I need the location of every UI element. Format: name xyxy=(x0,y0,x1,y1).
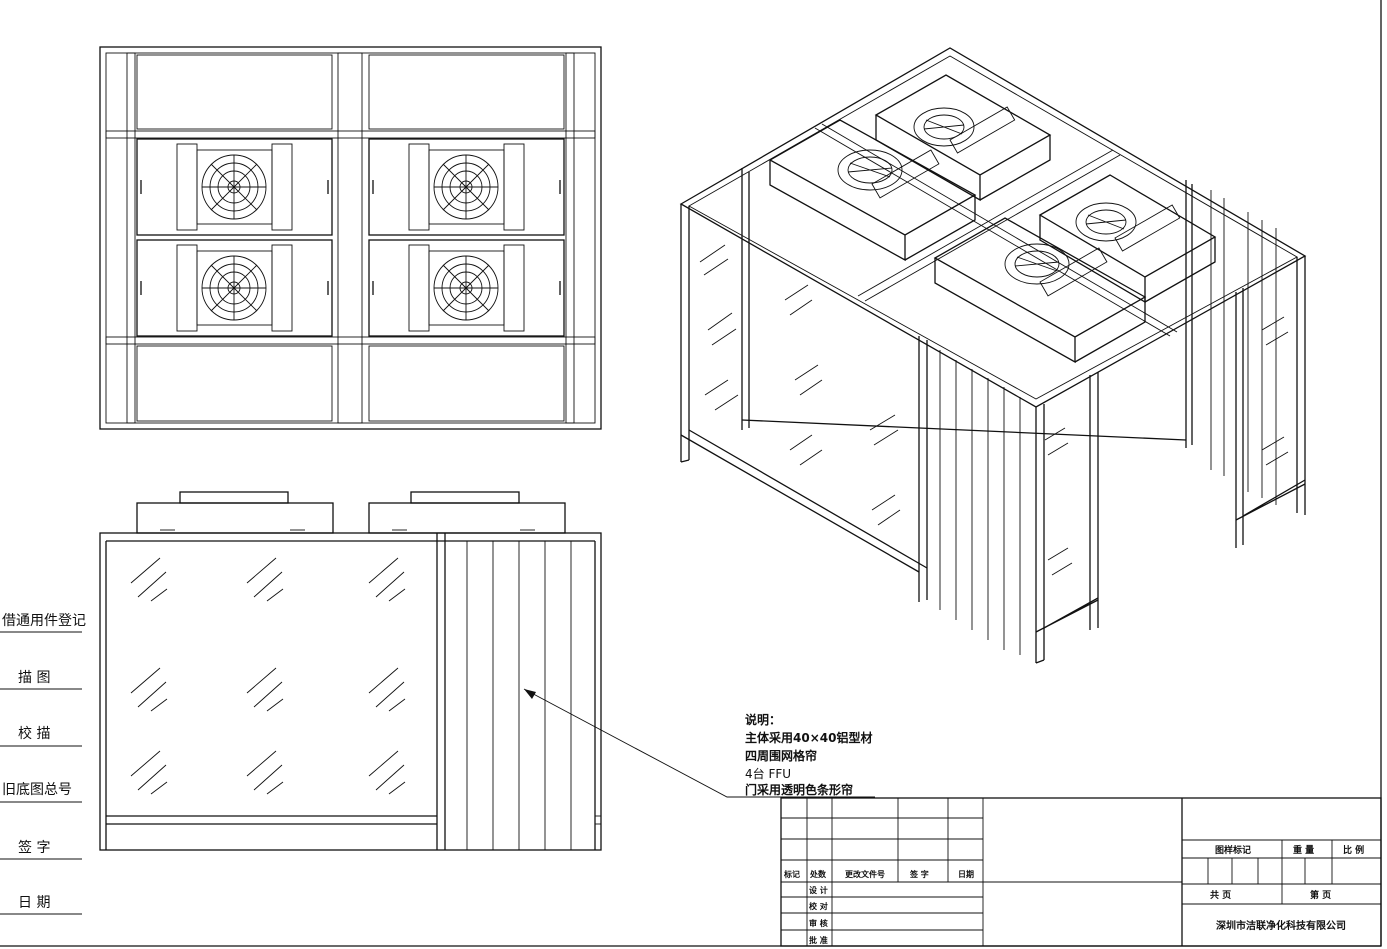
notes-line-3: 门采用透明色条形帘 xyxy=(745,782,853,797)
rev-header-1: 处数 xyxy=(809,869,827,879)
rev-header-4: 日期 xyxy=(958,869,974,879)
scale-label: 比 例 xyxy=(1343,844,1364,856)
ffu-unit-2 xyxy=(368,138,565,236)
ffu-unit-1 xyxy=(136,138,333,236)
leader-arrow xyxy=(523,688,875,798)
iso-ffu-1 xyxy=(768,119,977,262)
sheet-total-label: 共 页 xyxy=(1210,889,1231,901)
title-block: 标记 处数 更改文件号 签 字 日期 设 计 校 对 审 核 批 准 图样标记 … xyxy=(780,797,1382,947)
sidebar-label-3: 旧底图总号 xyxy=(2,782,72,798)
notes-line-0: 主体采用40×40铝型材 xyxy=(745,730,872,745)
rev-header-0: 标记 xyxy=(783,869,800,879)
weight-label: 重 量 xyxy=(1293,844,1314,856)
sidebar-label-0: 借通用件登记 xyxy=(2,613,86,629)
sheet-label: 第 页 xyxy=(1310,889,1331,901)
iso-ffu-4 xyxy=(1038,174,1217,304)
notes: 说明： 主体采用40×40铝型材 四周围网格帘 4台 FFU 门采用透明色条形帘 xyxy=(745,712,872,797)
sign-row-1: 校 对 xyxy=(809,901,828,911)
sidebar-label-2: 校 描 xyxy=(18,725,50,742)
isometric-view xyxy=(679,47,1307,664)
sign-row-0: 设 计 xyxy=(809,885,828,895)
ffu-unit-4 xyxy=(368,239,565,337)
notes-title: 说明： xyxy=(745,712,781,727)
rev-header-2: 更改文件号 xyxy=(845,869,885,879)
notes-line-2: 4台 FFU xyxy=(745,766,791,781)
sidebar-label-5: 日 期 xyxy=(18,895,50,911)
iso-ffu-3 xyxy=(933,217,1147,364)
notes-line-1: 四周围网格帘 xyxy=(745,748,817,763)
top-view xyxy=(99,46,602,430)
sign-row-2: 审 核 xyxy=(809,918,828,928)
ffu-unit-3 xyxy=(136,239,333,337)
rev-header-3: 签 字 xyxy=(909,869,929,879)
sidebar-label-1: 描 图 xyxy=(18,670,50,686)
stage-label: 图样标记 xyxy=(1215,844,1251,856)
front-view xyxy=(99,491,602,851)
company-name: 深圳市洁联净化科技有限公司 xyxy=(1216,919,1346,932)
sign-row-3: 批 准 xyxy=(809,935,828,945)
side-label-strip: 借通用件登记 描 图 校 描 旧底图总号 签 字 日 期 xyxy=(0,613,86,915)
sidebar-label-4: 签 字 xyxy=(18,839,50,856)
iso-ffu-2 xyxy=(874,74,1052,202)
